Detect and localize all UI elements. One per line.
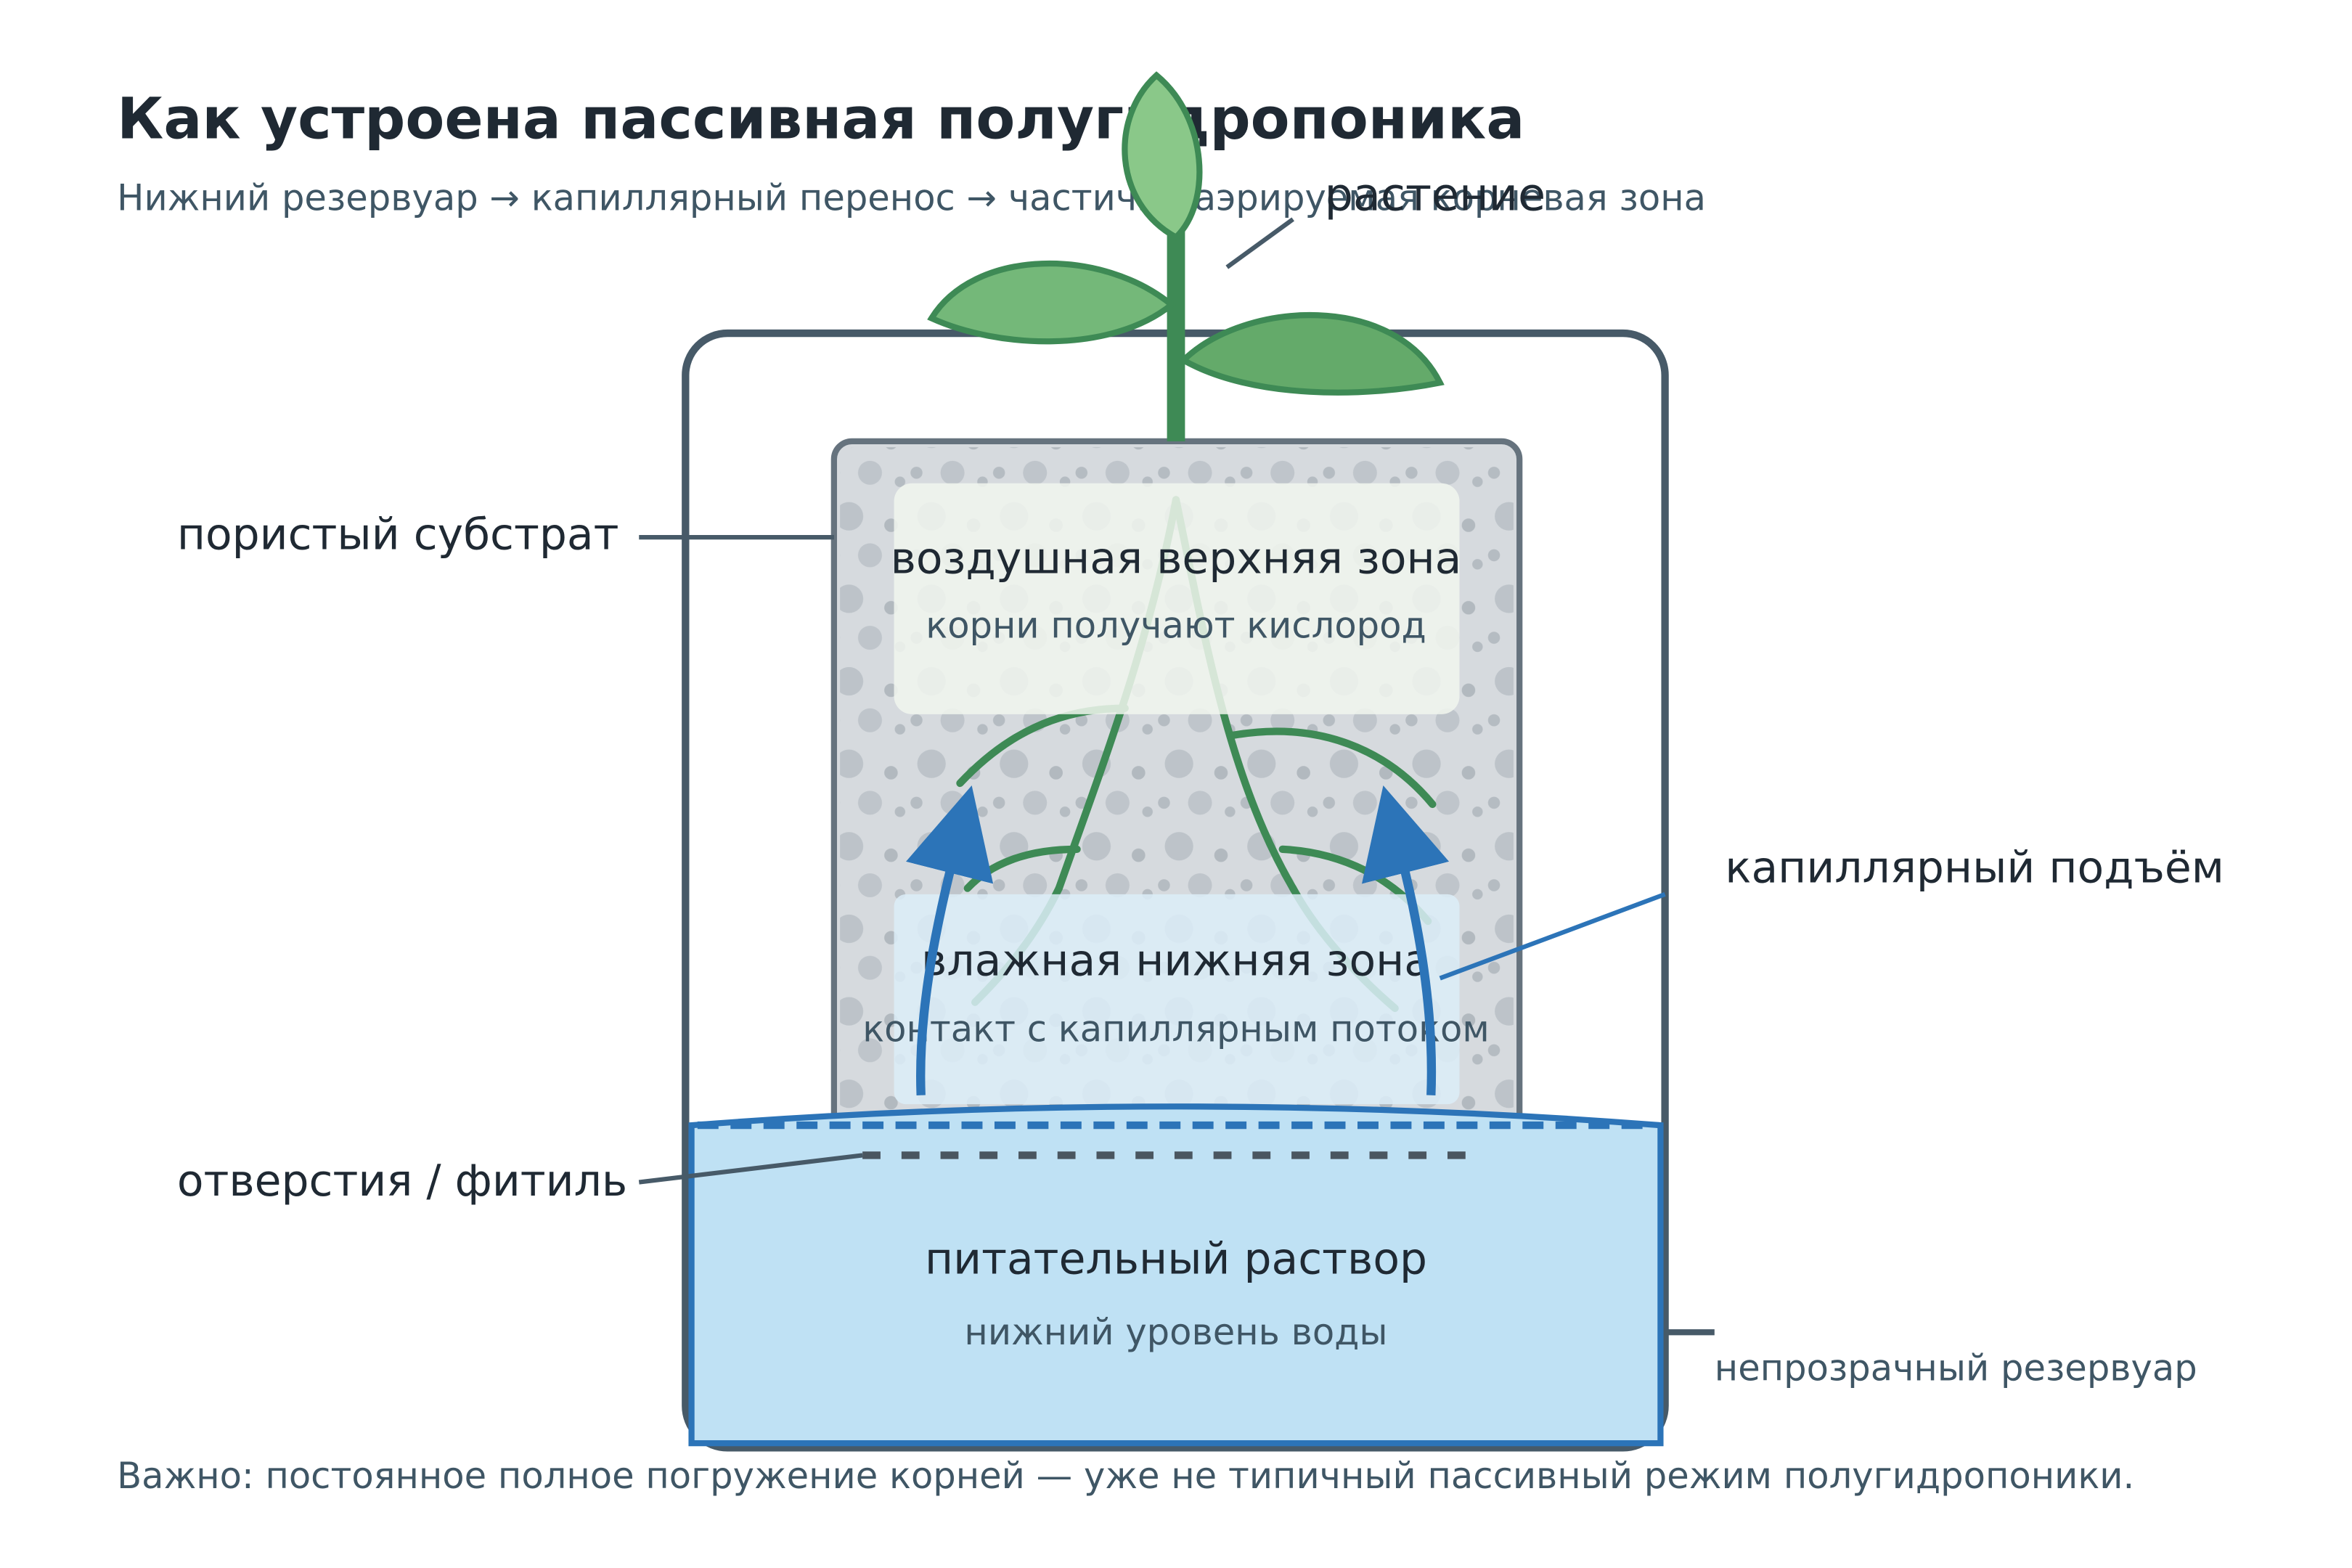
wet-zone-subtitle: контакт с капиллярным потоком xyxy=(862,1008,1490,1050)
capillary-label: капиллярный подъём xyxy=(1725,842,2224,893)
nutrient-solution xyxy=(688,1103,1664,1447)
air-zone-title: воздушная верхняя зона xyxy=(891,534,1462,584)
holes-callout-line xyxy=(638,1153,863,1185)
wet-zone-panel xyxy=(894,894,1460,1105)
solution-subtitle: нижний уровень воды xyxy=(964,1311,1387,1353)
air-zone-subtitle: корни получают кислород xyxy=(926,605,1426,647)
footer-note: Важно: постоянное полное погружение корн… xyxy=(117,1455,2134,1497)
leaf-top xyxy=(1122,71,1203,241)
solution-title: питательный раствор xyxy=(925,1234,1427,1285)
capillary-callout-line xyxy=(1439,891,1666,981)
diagram-title: Как устроена пассивная полугидропоника xyxy=(117,85,1524,152)
plant-label: растение xyxy=(1325,168,1546,221)
reservoir-label: непрозрачный резервуар xyxy=(1715,1347,2197,1389)
capillary-arrow-right xyxy=(1361,785,1450,1096)
capillary-arrow-left xyxy=(905,785,994,1096)
diagram-subtitle: Нижний резервуар → капиллярный перенос →… xyxy=(117,177,1706,219)
leaf-left xyxy=(927,260,1177,345)
leaf-right xyxy=(1178,312,1445,396)
substrate-label: пористый субстрат xyxy=(177,510,619,560)
air-zone-panel xyxy=(894,483,1460,714)
wet-zone-title: влажная нижняя зона xyxy=(921,935,1431,986)
plant-callout-line xyxy=(1225,217,1294,269)
holes-label: отверстия / фитиль xyxy=(177,1156,627,1206)
